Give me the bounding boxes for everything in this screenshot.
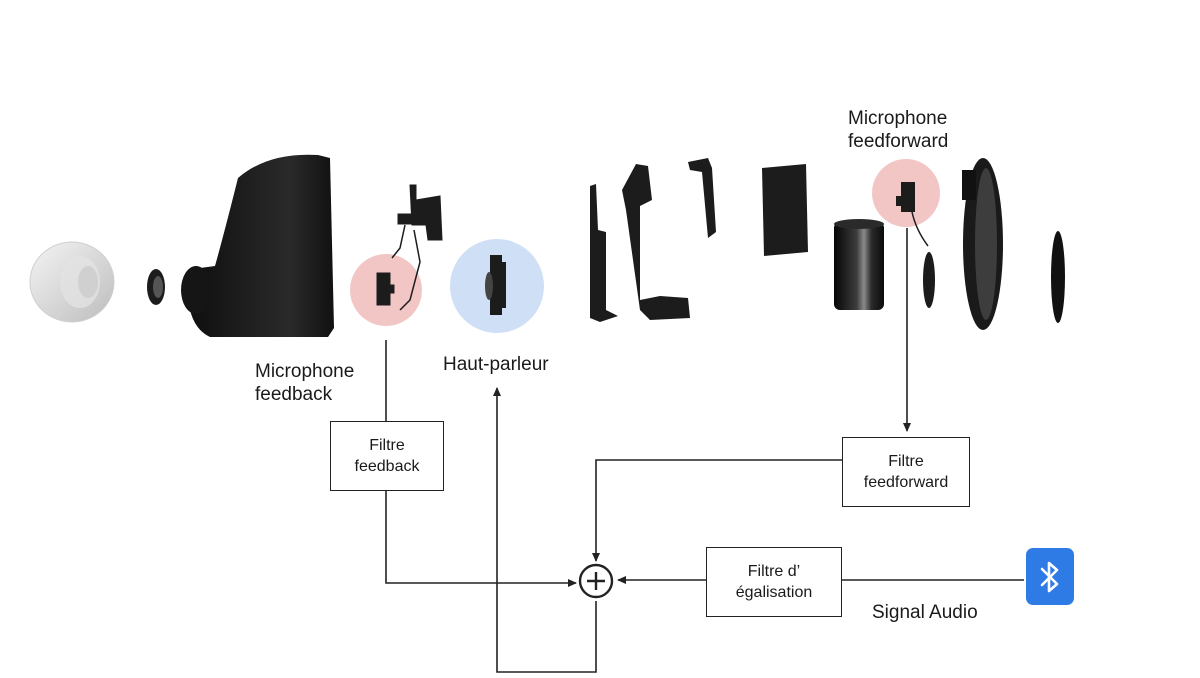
filter-eq-block: Filtre d’ égalisation bbox=[706, 547, 842, 617]
label-mic-feedback: Microphone feedback bbox=[255, 361, 355, 405]
filter-feedforward-block: Filtre feedforward bbox=[842, 437, 970, 507]
line-sum-to-speaker bbox=[493, 387, 597, 673]
speaker-driver bbox=[485, 255, 506, 315]
earbud-body bbox=[181, 154, 334, 337]
plus-circle-icon bbox=[578, 563, 614, 599]
feedback-mic-assembly bbox=[376, 184, 443, 311]
ear-tip bbox=[29, 241, 115, 323]
battery-cylinder bbox=[834, 219, 884, 310]
line-feedback-filter-to-sum bbox=[385, 491, 577, 587]
line-feedforward-filter-to-sum bbox=[592, 459, 842, 562]
end-cap bbox=[1051, 231, 1065, 323]
label-signal-audio: Signal Audio bbox=[872, 602, 978, 623]
bluetooth-icon bbox=[1026, 548, 1074, 605]
label-speaker: Haut-parleur bbox=[443, 354, 549, 375]
label-mic-feedforward: Microphone feedforward bbox=[848, 108, 949, 152]
mesh-filter bbox=[147, 269, 165, 305]
internal-frame-parts bbox=[590, 158, 808, 322]
filter-feedback-block: Filtre feedback bbox=[330, 421, 444, 491]
feedforward-mic-assembly bbox=[896, 182, 935, 308]
outer-shell bbox=[962, 158, 1003, 330]
